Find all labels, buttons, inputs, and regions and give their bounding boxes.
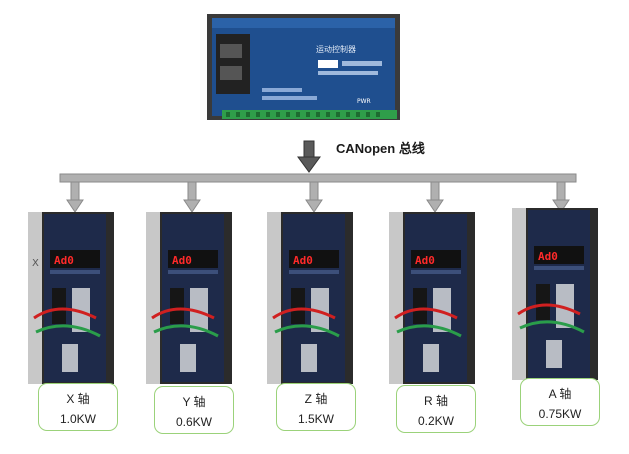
axis-name: A 轴	[548, 387, 572, 401]
servo-drive-r-image: Ad0	[389, 212, 475, 384]
branch-arrow-y	[183, 181, 201, 213]
axis-label-box-z: Z 轴 1.5KW	[276, 383, 356, 431]
axis-label-box-y: Y 轴 0.6KW	[154, 386, 234, 434]
axis-name: X 轴	[66, 392, 90, 406]
axis-power: 0.6KW	[175, 415, 212, 429]
axis-name: R 轴	[423, 394, 448, 408]
branch-arrow-a	[552, 181, 570, 213]
bus-down-arrow	[297, 140, 321, 173]
branch-arrow-r	[426, 181, 444, 213]
servo-drive-y-image: Ad0	[146, 212, 232, 384]
canopen-bus-bar	[59, 173, 577, 183]
drive-z-led-display: Ad0	[293, 254, 313, 267]
servo-drive-z-image: Ad0	[267, 212, 353, 384]
axis-power: 1.5KW	[297, 412, 334, 426]
svg-text:X: X	[32, 258, 39, 269]
drive-x-led-display: Ad0	[54, 254, 74, 267]
canopen-bus-label: CANopen 总线	[336, 141, 425, 156]
branch-arrow-x	[66, 181, 84, 213]
axis-label-box-a: A 轴 0.75KW	[520, 378, 600, 426]
axis-name: Y 轴	[182, 395, 206, 409]
axis-power: 0.2KW	[417, 414, 454, 428]
controller-title: 运动控制器	[316, 44, 356, 54]
axis-name: Z 轴	[304, 392, 328, 406]
axis-label-box-r: R 轴 0.2KW	[396, 385, 476, 433]
axis-power: 1.0KW	[59, 412, 96, 426]
branch-arrow-z	[305, 181, 323, 213]
motion-controller-image: 运动控制器 PWR	[207, 14, 400, 120]
servo-drive-a-image: Ad0	[512, 208, 598, 380]
drive-a-led-display: Ad0	[538, 250, 558, 263]
controller-brand: PWR	[357, 98, 371, 105]
axis-power: 0.75KW	[538, 407, 582, 421]
servo-drive-x-image: Ad0 X	[28, 212, 114, 384]
axis-label-box-x: X 轴 1.0KW	[38, 383, 118, 431]
drive-y-led-display: Ad0	[172, 254, 192, 267]
drive-r-led-display: Ad0	[415, 254, 435, 267]
